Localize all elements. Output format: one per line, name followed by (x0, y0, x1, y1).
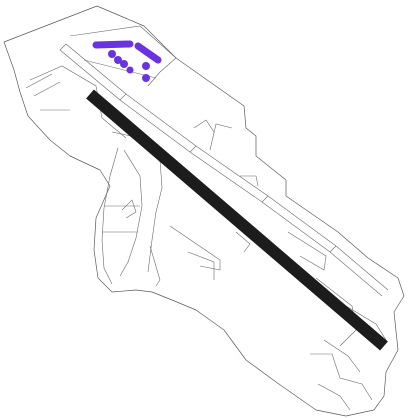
runway (86, 89, 388, 351)
parking-stands[interactable] (92, 40, 162, 82)
parking-stand-row[interactable] (134, 42, 162, 64)
parking-stand[interactable] (126, 66, 134, 74)
taxiway-network (25, 25, 389, 411)
parking-stand[interactable] (142, 62, 150, 70)
parking-stand[interactable] (114, 56, 122, 64)
parking-stand-row[interactable] (92, 40, 134, 49)
aerodrome-boundary (3, 5, 405, 417)
parking-stand[interactable] (142, 74, 150, 82)
parking-stand[interactable] (120, 60, 128, 68)
parking-stand[interactable] (108, 50, 116, 58)
